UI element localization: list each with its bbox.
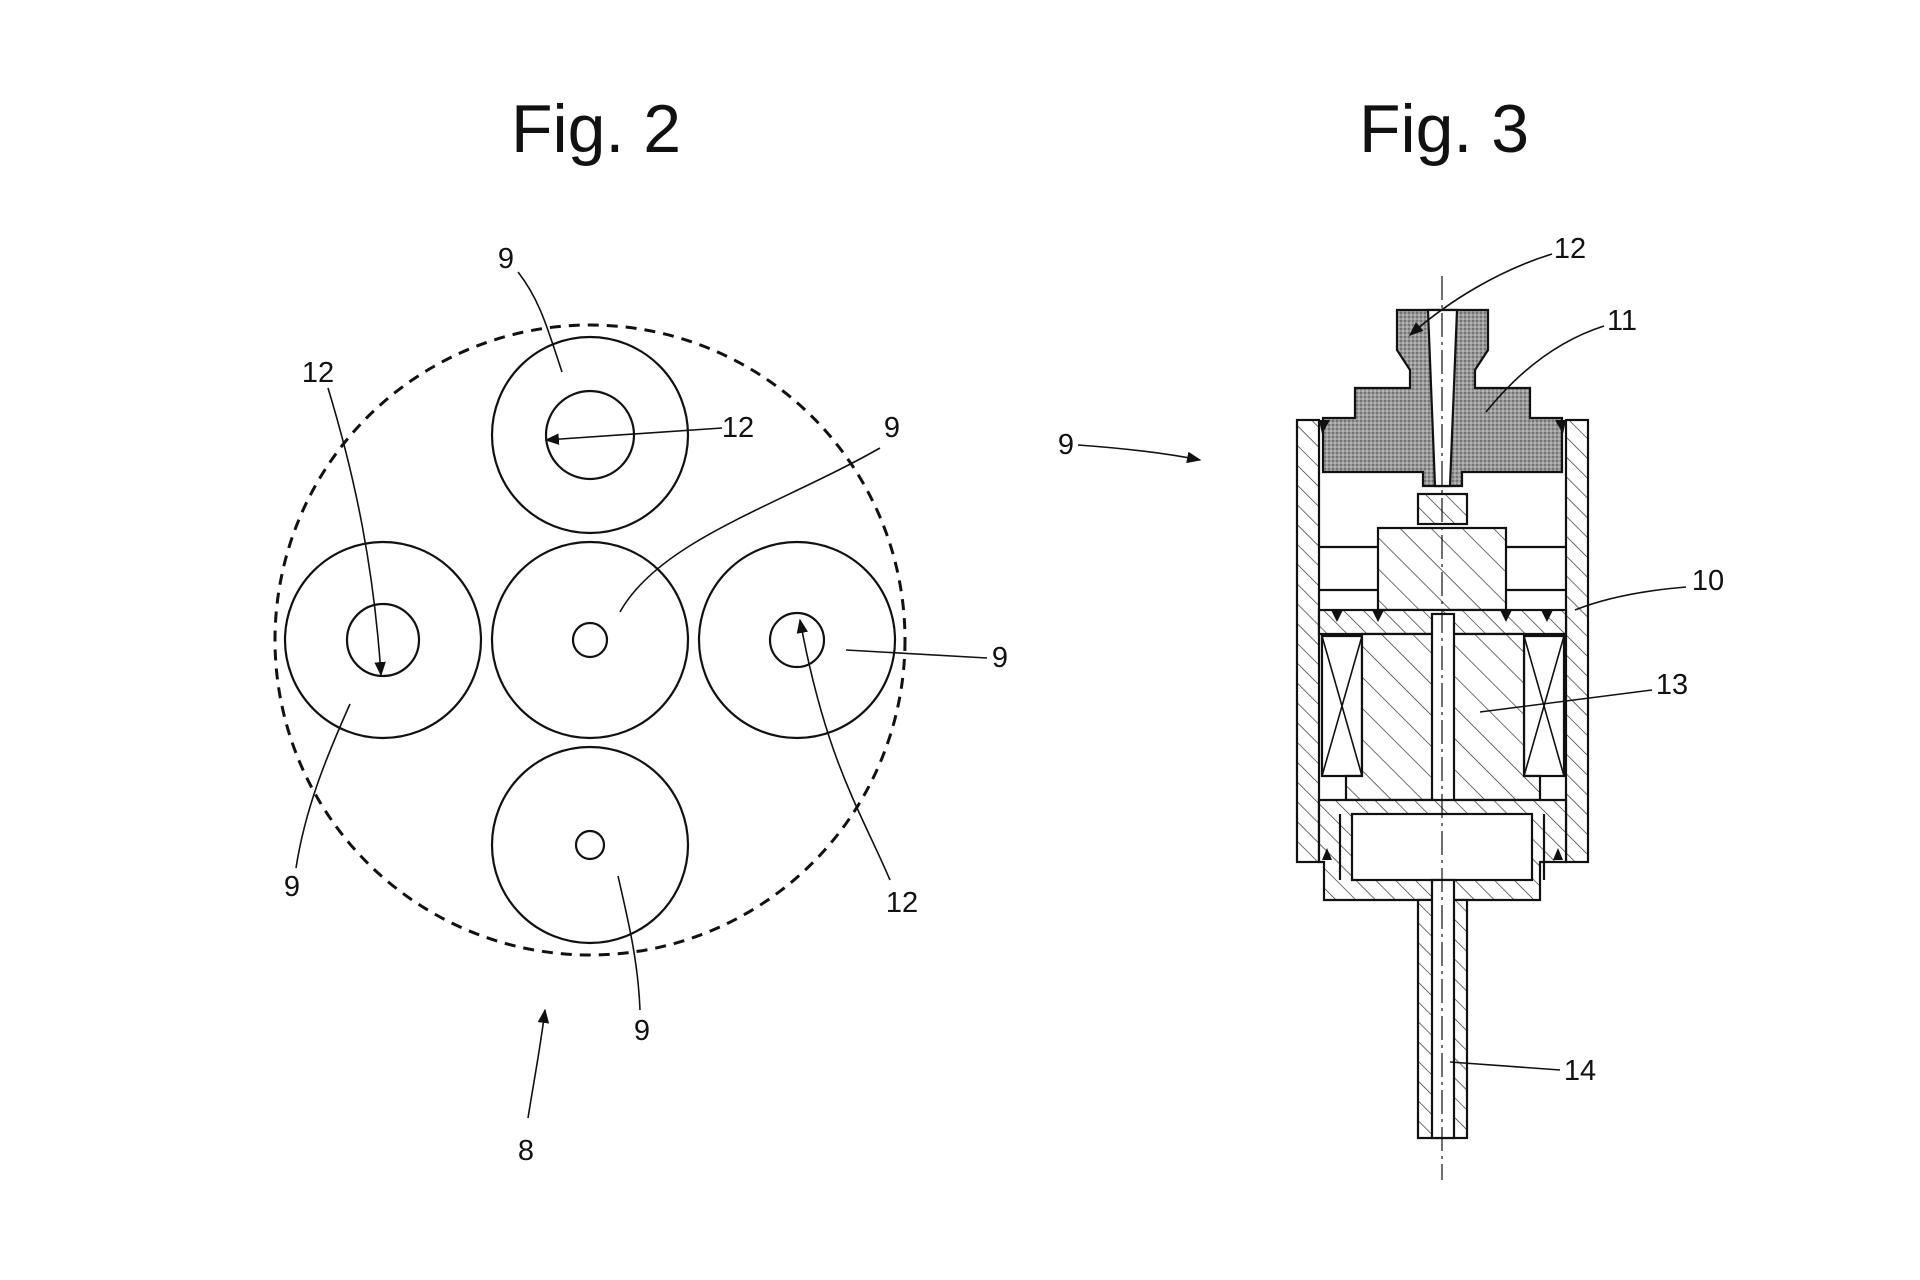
fig2-ref-right-12: 12: [886, 887, 918, 919]
fig2-leader-bottom-9: [617, 875, 641, 1011]
fig2-ref-left-12: 12: [302, 357, 334, 389]
fig3-title: Fig. 3: [1359, 91, 1529, 167]
fig2-ref-center-9: 9: [884, 412, 900, 444]
fig3-leader-12: [1408, 253, 1553, 336]
fig3-weld-lower-left: [1322, 848, 1332, 860]
fig3-leader-13: [1479, 689, 1653, 713]
fig2-ref-assembly-8: 8: [518, 1135, 534, 1167]
fig3-leader-9: [1077, 444, 1202, 464]
fig2-ref-bottom-9: 9: [634, 1015, 650, 1047]
fig3-lower-steps: [1338, 814, 1546, 880]
fig3-housing-wall-left: [1295, 418, 1321, 864]
fig2-ref-left-9: 9: [284, 871, 300, 903]
fig3-weld-pole-2: [1372, 610, 1384, 622]
fig3-weld-lower-right: [1553, 848, 1563, 860]
fig2-unit-bottom: [490, 745, 690, 945]
fig3-outlet-bore: [1430, 878, 1456, 1140]
fig3-coil-left: [1320, 634, 1364, 778]
fig2-ref-top-9: 9: [498, 243, 514, 275]
fig3-leader-11: [1485, 325, 1605, 413]
figure-3: Fig. 3: [1058, 91, 1724, 1180]
fig3-weld-pole-3: [1500, 610, 1512, 622]
fig2-leader-top-9: [517, 271, 563, 373]
fig2-ref-right-9: 9: [992, 642, 1008, 674]
fig3-weld-pole-1: [1331, 610, 1343, 622]
figure-2: Fig. 2: [273, 91, 1008, 1167]
fig2-unit-top: [490, 335, 690, 535]
fig3-weld-mark-left: [1319, 420, 1330, 434]
fig3-ref-9: 9: [1058, 429, 1074, 461]
fig2-enclosure-dashed-circle: [273, 323, 907, 957]
fig2-leader-assembly-8: [527, 1008, 550, 1119]
fig2-leader-left-12: [327, 387, 386, 677]
fig3-housing-wall-right: [1564, 418, 1590, 864]
fig2-leader-center-9: [619, 447, 881, 613]
fig3-leader-10: [1574, 586, 1687, 611]
fig2-unit-right: [697, 540, 897, 740]
fig2-unit-left: [283, 540, 483, 740]
fig3-ref-13: 13: [1656, 669, 1688, 701]
fig3-ref-11: 11: [1607, 305, 1637, 337]
fig3-ref-12: 12: [1554, 233, 1586, 265]
fig3-ref-14: 14: [1564, 1055, 1596, 1087]
fig2-unit-center: [490, 540, 690, 740]
fig3-weld-pole-4: [1541, 610, 1553, 622]
fig2-leader-right-12: [796, 618, 891, 881]
fig2-title: Fig. 2: [511, 91, 681, 167]
fig2-leader-right-9: [845, 649, 988, 659]
fig3-core-channel: [1430, 612, 1456, 806]
fig3-ref-10: 10: [1692, 565, 1724, 597]
fig2-leader-left-9: [295, 703, 351, 869]
fig3-leader-14: [1449, 1061, 1561, 1071]
fig2-leader-top-12: [544, 427, 723, 445]
fig2-ref-top-12: 12: [722, 412, 754, 444]
fig3-weld-mark-right: [1555, 420, 1566, 434]
